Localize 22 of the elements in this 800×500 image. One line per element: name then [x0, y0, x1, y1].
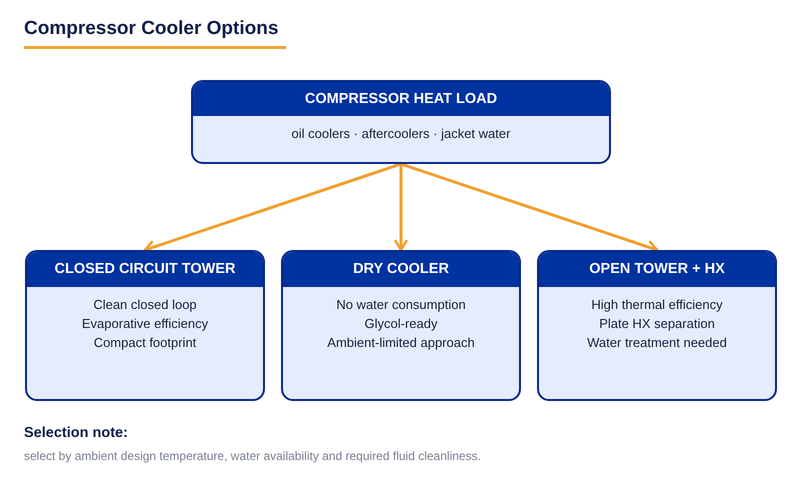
process-box: [25, 250, 265, 401]
process-box: [281, 250, 521, 401]
box-header: DRY COOLER: [283, 252, 519, 287]
feature-text: Compact footprint: [94, 334, 196, 352]
diagram-title: Compressor Cooler Options: [24, 18, 286, 49]
note-text: select by ambient design temperature, water availability and required fluid cleanliness.: [24, 449, 481, 463]
feature-text: No water consumption: [336, 296, 466, 314]
note-heading: Selection note:: [24, 425, 128, 441]
box-header: CLOSED CIRCUIT TOWER: [27, 252, 263, 287]
feature-text: Clean closed loop: [93, 296, 197, 314]
feature-text: Plate HX separation: [599, 315, 715, 333]
feature-text: Evaporative efficiency: [82, 315, 208, 333]
feature-text: Water treatment needed: [587, 334, 727, 352]
process-box: [191, 80, 611, 164]
box-header: COMPRESSOR HEAT LOAD: [193, 82, 609, 116]
feature-text: Glycol-ready: [364, 315, 438, 333]
arrow: [394, 162, 408, 252]
feature-text: oil coolers · aftercoolers · jacket water: [292, 125, 510, 143]
feature-text: Ambient-limited approach: [327, 334, 475, 352]
feature-text: High thermal efficiency: [591, 296, 723, 314]
process-box: [537, 250, 777, 401]
box-header: OPEN TOWER + HX: [539, 252, 775, 287]
